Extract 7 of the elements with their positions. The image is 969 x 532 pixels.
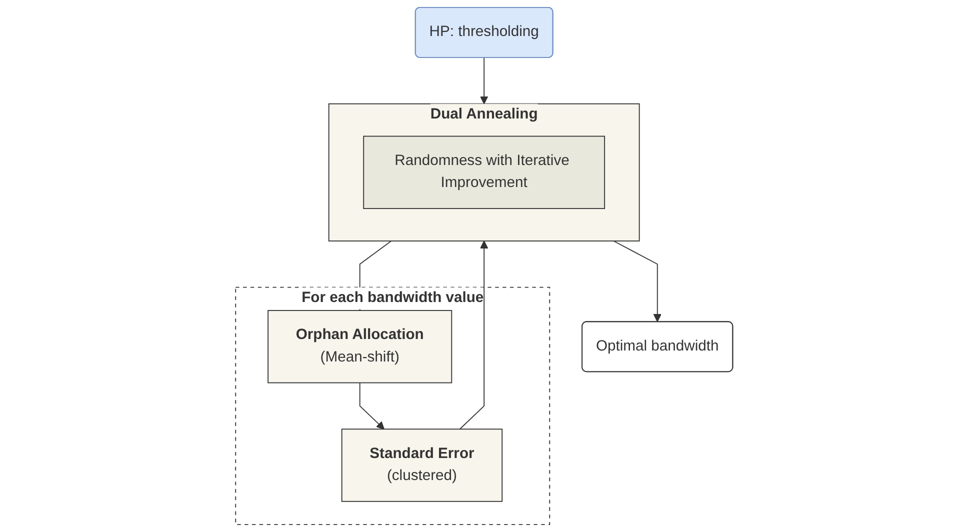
node-box: Standard Error (clustered) <box>342 428 503 502</box>
arrow <box>360 382 385 430</box>
node-box: Randomness with Iterative Improvement <box>363 136 606 209</box>
arrow <box>460 240 488 430</box>
node-box: Orphan Allocation (Mean-shift) <box>268 310 452 384</box>
arrow <box>614 240 662 322</box>
arrow <box>480 57 488 104</box>
